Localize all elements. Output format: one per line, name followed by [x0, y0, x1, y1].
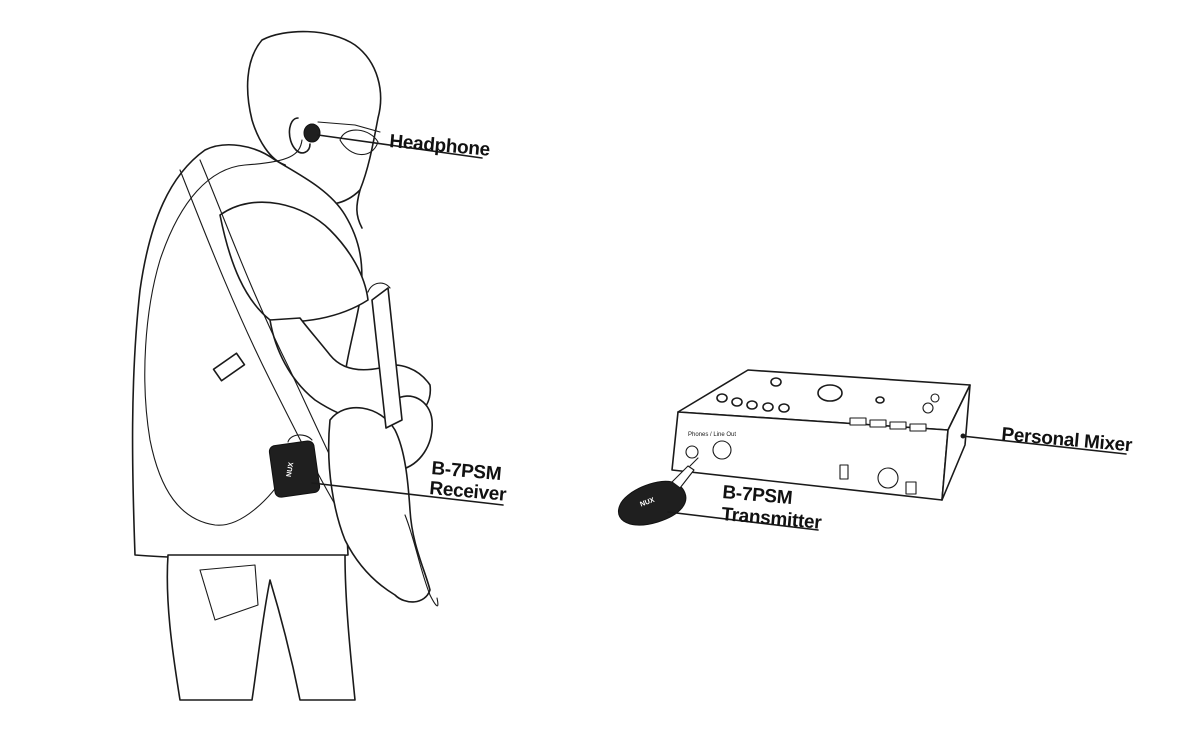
knob-icon [875, 396, 885, 404]
usb-port-icon [839, 464, 849, 480]
headphone-cable [144, 139, 303, 526]
headphone-label: Headphone [389, 131, 491, 161]
guitar-headstock [367, 282, 391, 293]
mixer-side [941, 384, 971, 501]
callout-receiver: B-7PSM Receiver [311, 458, 508, 506]
callout-transmitter: B-7PSM Transmitter [667, 482, 824, 534]
callout-leader-line [317, 134, 483, 159]
guitarist-ear [288, 117, 311, 154]
receiver-device: NUX [268, 434, 321, 498]
callout-leader-line [961, 435, 1127, 455]
mixer-button [889, 421, 907, 430]
callout-leader-line [667, 511, 819, 531]
receiver-body [268, 440, 321, 498]
transmitter-label-line2: Transmitter [721, 504, 824, 534]
plug-tip [689, 457, 699, 467]
phones-jack-icon [685, 445, 699, 459]
jeans-pocket [199, 564, 259, 621]
guitarist-jeans [166, 554, 356, 701]
power-port-icon [905, 481, 917, 495]
mixer-button [909, 423, 927, 432]
guitarist-sleeve [219, 201, 369, 323]
guitar-cable [404, 514, 439, 607]
mixer-panel-label: Phones / Line Out [688, 432, 736, 438]
receiver-clip [287, 434, 313, 443]
knob-icon [762, 402, 774, 412]
strap-buckle [212, 352, 246, 382]
mixer-label: Personal Mixer [1001, 424, 1134, 456]
guitarist-illustration: NUX [131, 30, 439, 701]
knob-icon [716, 393, 728, 403]
callout-mixer: Personal Mixer [960, 424, 1134, 456]
transmitter-device: NUX [617, 457, 699, 526]
earbud-icon [303, 123, 321, 143]
mixer-button-row [849, 393, 940, 432]
xlr-jack-icon [712, 440, 732, 460]
transmitter-brand: NUX [639, 497, 656, 509]
knob-icon [746, 400, 758, 410]
receiver-brand: NUX [286, 461, 296, 477]
knob-icon [770, 377, 782, 387]
main-knob-icon [817, 384, 843, 402]
mixer-button [849, 417, 867, 426]
guitarist-head [246, 30, 382, 206]
guitar-body [327, 406, 431, 603]
knob-icon [778, 403, 790, 413]
personal-mixer: Phones / Line Out [671, 369, 971, 501]
guitar-strap [179, 169, 361, 546]
transmitter-body [617, 480, 687, 526]
mixer-knobs [716, 377, 885, 413]
xlr-jack-icon [877, 467, 899, 489]
mixer-round-button [922, 402, 934, 414]
callout-dot [960, 433, 966, 439]
glasses [317, 121, 381, 156]
callout-leader-line [311, 482, 504, 506]
transmitter-plug [671, 465, 695, 489]
guitar-neck [371, 287, 403, 429]
mixer-round-button [930, 393, 940, 403]
mixer-button [869, 419, 887, 428]
knob-icon [731, 397, 743, 407]
